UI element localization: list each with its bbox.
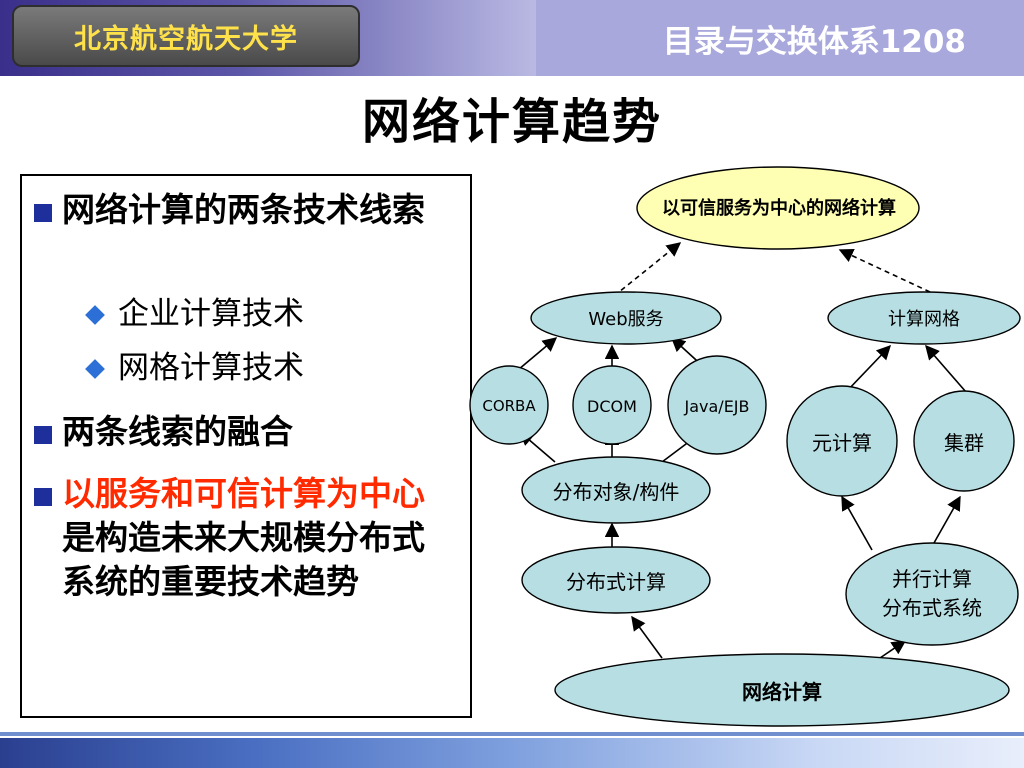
page-title: 网络计算趋势: [361, 94, 662, 150]
node-network-computing: 网络计算: [742, 679, 822, 704]
dashed-arrow: [838, 248, 931, 293]
sub-bullet-item: 企业计算技术: [84, 294, 304, 334]
university-label: 北京航空航天大学: [12, 5, 360, 67]
node-shape: [521, 456, 711, 524]
bullet-panel: 网络计算的两条技术线索 企业计算技术 网格计算技术 两条线索的融合 以服务和可信…: [20, 174, 472, 718]
arrow: [925, 344, 967, 393]
node-cluster: 集群: [944, 430, 984, 455]
bullet-text: 是构造未来大规模分布式系统的重要技术趋势: [62, 518, 425, 601]
diagram-nodes: [469, 166, 1021, 727]
dashed-arrow: [613, 242, 682, 297]
node-shape: [845, 542, 1019, 646]
node-distributed-computing: 分布式计算: [566, 569, 666, 594]
course-title: 目录与交换体系1208: [662, 24, 966, 60]
highlight-text: 以服务和可信计算为中心: [62, 474, 425, 513]
node-shape: [469, 365, 549, 445]
square-bullet-icon: [34, 426, 52, 444]
node-dcom: DCOM: [587, 396, 637, 416]
node-shape: [827, 291, 1021, 345]
bullet-item: 以服务和可信计算为中心是构造未来大规模分布式系统的重要技术趋势: [34, 472, 434, 604]
square-bullet-icon: [34, 204, 52, 222]
dashed-arrows: [613, 242, 931, 297]
node-shape: [554, 653, 1010, 727]
header-band-right: [536, 0, 1024, 76]
node-trusted-service-computing: 以可信服务为中心的网络计算: [662, 197, 896, 219]
node-shape: [913, 390, 1015, 492]
sub-bullet-item: 网格计算技术: [84, 348, 304, 388]
node-shape: [636, 166, 920, 250]
square-bullet-icon: [34, 488, 52, 506]
arrow: [845, 344, 891, 393]
bullet-item: 两条线索的融合: [34, 410, 444, 454]
footer-band: [0, 738, 1024, 768]
arrow: [841, 495, 873, 551]
bullet-item: 网络计算的两条技术线索: [34, 188, 444, 232]
arrow: [631, 615, 663, 659]
node-computing-grid: 计算网格: [888, 309, 960, 330]
arrow: [929, 495, 961, 551]
node-parallel-distributed: 并行计算 分布式系统: [882, 567, 982, 620]
node-distributed-objects: 分布对象/构件: [552, 479, 680, 504]
node-shape: [786, 385, 898, 497]
node-metacomputing: 元计算: [812, 430, 872, 455]
node-web-services: Web服务: [588, 309, 664, 330]
node-java-ejb: Java/EJB: [684, 396, 750, 416]
footer-stripe: [0, 732, 1024, 736]
node-corba: CORBA: [482, 397, 536, 415]
node-shape: [530, 291, 722, 345]
arrow: [879, 640, 907, 659]
node-shape: [572, 365, 652, 445]
node-shape: [667, 355, 767, 455]
node-shape: [521, 546, 711, 614]
